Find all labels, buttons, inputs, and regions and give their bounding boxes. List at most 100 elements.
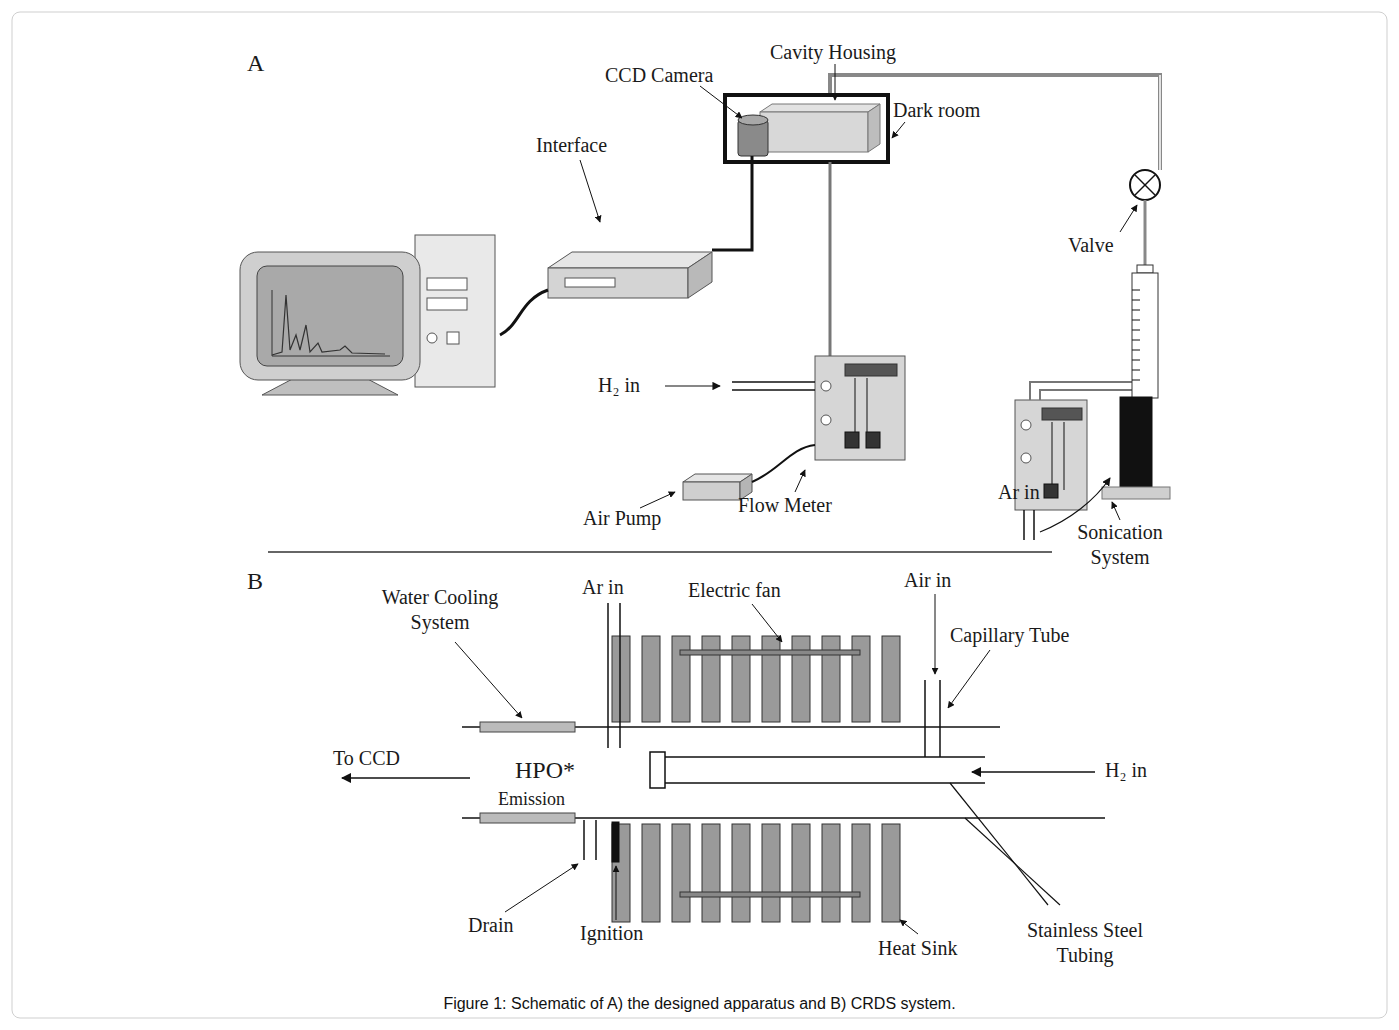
heat-sink-fin [732,636,750,722]
leader-line [455,642,522,718]
leader-line [948,650,990,708]
data-cable [500,290,548,335]
direction-label: To CCD [333,746,400,771]
leader-line [616,866,617,920]
syringe-tick [1132,290,1140,291]
leader-line [835,64,836,100]
cavity-housing [760,112,868,152]
heat-sink-fin [642,824,660,922]
water-cooling-pipe [480,813,575,823]
flow-meter [815,356,905,460]
cavity-housing-top [760,104,880,112]
flow-meter-knob [1021,420,1031,430]
leader-line [1112,502,1120,520]
stainless-steel-tubing [950,783,1048,905]
drain [595,820,597,860]
part-label: Stainless Steel Tubing [1005,918,1165,968]
flow-meter-display [1042,408,1082,420]
port [447,332,459,344]
leader-line [505,864,578,912]
ar-inlet [607,603,609,748]
leader-line [640,492,675,508]
panel-letter: A [247,48,264,78]
heat-sink-fin [612,636,630,722]
leader-line [892,122,905,138]
part-label: Flow Meter [738,493,832,518]
part-label: Electric fan [688,578,781,603]
flow-meter-display [845,364,897,376]
monitor [240,252,420,380]
ar-inlet [619,603,621,748]
syringe-cap [1137,265,1153,273]
gas-label: Air in [904,568,951,593]
water-cooling-pipe [480,722,575,732]
figure-border [12,12,1387,1018]
h2-arrow [972,771,1095,773]
spectrum-trace [272,295,385,355]
h2-line [732,381,815,383]
syringe-tick [1132,350,1140,351]
air-pump [683,482,740,500]
flow-valve [1044,484,1058,498]
leader-line [1120,205,1137,232]
gas-label: Ar in [582,575,624,600]
gas-line [1030,382,1132,400]
interface-box [548,268,688,298]
interface-top [548,252,712,268]
electric-fan [680,650,860,655]
ar-line [1023,510,1025,540]
part-label: Air Pump [583,506,661,531]
ar-line [1033,510,1035,540]
heat-sink-fin [702,636,720,722]
species-label: Emission [498,788,565,811]
spectrum-axes [272,290,390,356]
leader-line [900,920,918,934]
gas-label: H₂ in [598,373,640,398]
heat-sink-fin [642,636,660,722]
gas-line [829,162,832,356]
camera-cable [712,156,752,250]
sample-vial [1120,397,1152,487]
heat-sink-fin [882,636,900,722]
leader-line [752,604,782,642]
leader-line [795,470,805,492]
leader-line [700,86,742,118]
panel-divider [268,551,1052,553]
part-label: Heat Sink [878,936,957,961]
drive-bay [427,298,467,310]
air-inlet [939,680,941,757]
monitor-screen [257,266,403,366]
part-label: Ignition [580,921,643,946]
heat-sink-fin [702,824,720,922]
figure-caption: Figure 1: Schematic of A) the designed a… [0,995,1399,1013]
valve-cross [1135,175,1155,195]
syringe-tick [1132,310,1140,311]
air-inlet [924,680,926,757]
flow-tube [867,378,868,440]
syringe-tick [1132,370,1140,371]
air-hose [752,445,815,482]
syringe-tick [1132,330,1140,331]
leader-line [935,594,936,674]
power-button [427,333,437,343]
heat-sink-fin [762,824,780,922]
heat-sink-fin [822,636,840,722]
cavity-housing-side [868,104,880,152]
part-label: Dark room [893,98,980,123]
heat-sink-fin [852,636,870,722]
flow-meter-knob [821,415,831,425]
part-label: Interface [536,133,607,158]
ignition-electrode [612,822,619,862]
gas-line-inner [1159,75,1161,170]
drive-bay [427,278,467,290]
species-label: HPO* [515,755,575,785]
part-label: Cavity Housing [770,40,896,65]
capillary-tube [650,752,985,788]
gas-line [1144,200,1147,270]
electric-fan [680,892,860,897]
flow-tube [1052,422,1053,490]
gas-line [1040,390,1132,400]
h2-line [732,389,815,391]
